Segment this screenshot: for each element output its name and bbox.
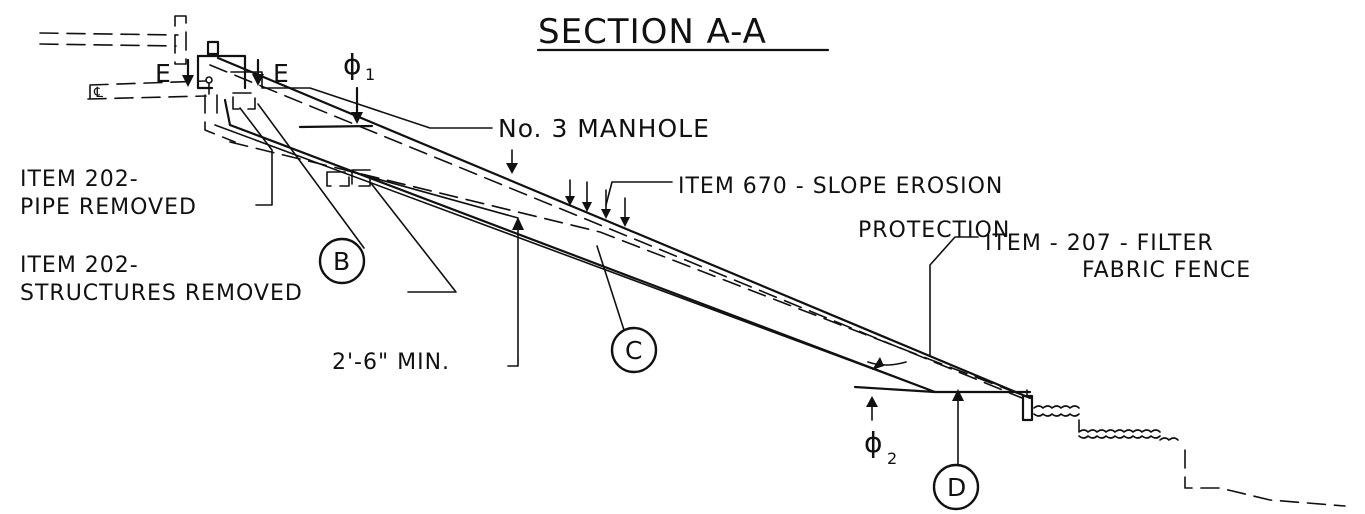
pipe-removed-label-2: PIPE REMOVED — [20, 195, 197, 220]
erosion-label-2: PROTECTION — [858, 218, 1010, 243]
riprap-channel — [1033, 405, 1179, 441]
manhole-structure — [196, 40, 256, 143]
manhole-arrow — [506, 149, 518, 174]
fence-arc — [867, 361, 907, 366]
filter-fence-leader — [929, 236, 979, 357]
fence-arrow — [872, 357, 884, 370]
callout-d-leader — [952, 389, 964, 468]
callout-c-leader — [596, 245, 625, 331]
erosion-leader — [605, 181, 673, 206]
removed-structure — [326, 169, 371, 187]
callout-b-leader — [257, 103, 365, 249]
callout-c: C — [610, 326, 658, 374]
outfall-headwall — [1021, 389, 1034, 422]
callout-d: D — [932, 463, 980, 511]
min-depth-leader — [507, 359, 519, 367]
centerline-symbol: ℄ — [93, 85, 104, 101]
section-title: SECTION A-A — [536, 12, 830, 52]
manhole-label: No. 3 MANHOLE — [498, 114, 710, 143]
downstream-channel — [1184, 449, 1346, 507]
slope-outline — [209, 56, 1032, 400]
section-mark-left: E — [155, 59, 172, 88]
erosion-arrows — [565, 179, 630, 227]
callout-c-text: C — [625, 336, 643, 365]
upper-structure-stub — [174, 15, 187, 65]
filter-fence-label-1: ITEM - 207 - FILTER — [985, 231, 1214, 256]
structures-removed-leader — [369, 181, 457, 293]
phi1-symbol: ϕ — [343, 48, 362, 81]
phi2-subscript: 2 — [887, 449, 898, 468]
structures-removed-label-1: ITEM 202- — [20, 253, 139, 278]
section-arrow-left — [182, 58, 194, 87]
filter-fence-label-2: FABRIC FENCE — [1082, 258, 1251, 283]
callout-b-text: B — [333, 247, 351, 276]
manhole-leader — [230, 71, 493, 129]
pipe-removed-label-1: ITEM 202- — [20, 167, 139, 192]
existing-pipe-left — [39, 32, 207, 100]
min-depth-label: 2'-6" MIN. — [332, 350, 450, 375]
section-mark-right: E — [273, 59, 290, 88]
structures-removed-label-2: STRUCTURES REMOVED — [20, 281, 303, 306]
phi2-symbol: ϕ — [864, 426, 883, 459]
min-depth-dimension — [344, 169, 524, 361]
callout-b: B — [318, 237, 366, 285]
title-text: SECTION A-A — [538, 12, 767, 52]
callout-d-text: D — [947, 473, 967, 502]
phi1-subscript: 1 — [365, 65, 376, 84]
pipe-removed-leader — [239, 107, 273, 206]
erosion-label-1: ITEM 670 - SLOPE EROSION — [678, 174, 1003, 199]
phi2-angle — [853, 385, 937, 421]
